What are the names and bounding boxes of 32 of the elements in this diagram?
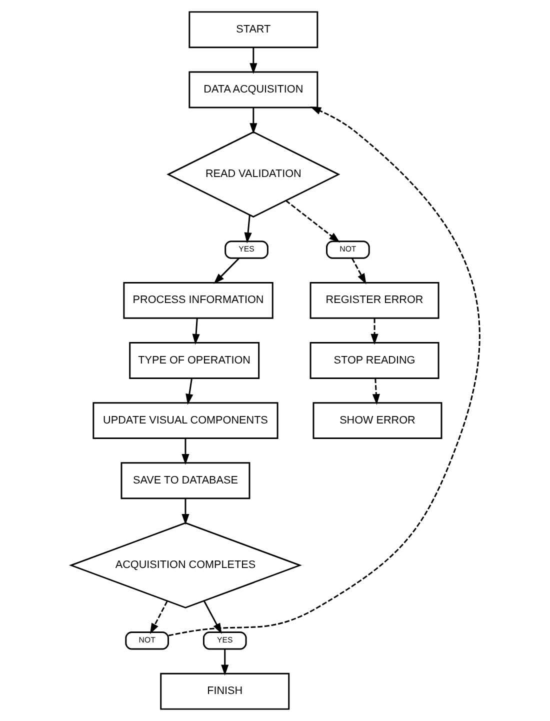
node-diamond: READ VALIDATION [166, 131, 340, 218]
arrow [284, 200, 340, 243]
node-box: STOP READING [309, 342, 439, 379]
arrow [220, 649, 228, 676]
arrow [350, 258, 366, 284]
node-box: YES [202, 632, 246, 650]
arrow [168, 106, 480, 636]
node-box: DATA ACQUISITION [188, 71, 318, 108]
node-box: SHOW ERROR [312, 402, 442, 440]
node-box: REGISTER ERROR [309, 282, 439, 319]
arrow [249, 108, 257, 134]
node-box: NOT [326, 240, 370, 259]
node-box: SAVE TO DATABASE [120, 462, 250, 500]
arrow [213, 258, 239, 284]
node-box: NOT [124, 632, 168, 650]
node-box: UPDATE VISUAL COMPONENTS [92, 402, 278, 440]
arrow [181, 498, 189, 525]
node-box: FINISH [160, 672, 290, 710]
arrow [249, 47, 257, 74]
arrow [149, 600, 168, 634]
node-box: TYPE OF OPERATION [128, 342, 260, 379]
node-box: YES [224, 240, 268, 259]
node-box: PROCESS INFORMATION [122, 282, 273, 319]
node-box: START [188, 11, 318, 48]
arrow [370, 318, 378, 345]
arrow [192, 318, 200, 345]
arrow [202, 600, 222, 634]
arrow [185, 378, 193, 405]
node-diamond: ACQUISITION COMPLETES [68, 522, 302, 608]
arrow [244, 215, 252, 244]
arrow [181, 438, 189, 465]
arrow [372, 378, 380, 405]
